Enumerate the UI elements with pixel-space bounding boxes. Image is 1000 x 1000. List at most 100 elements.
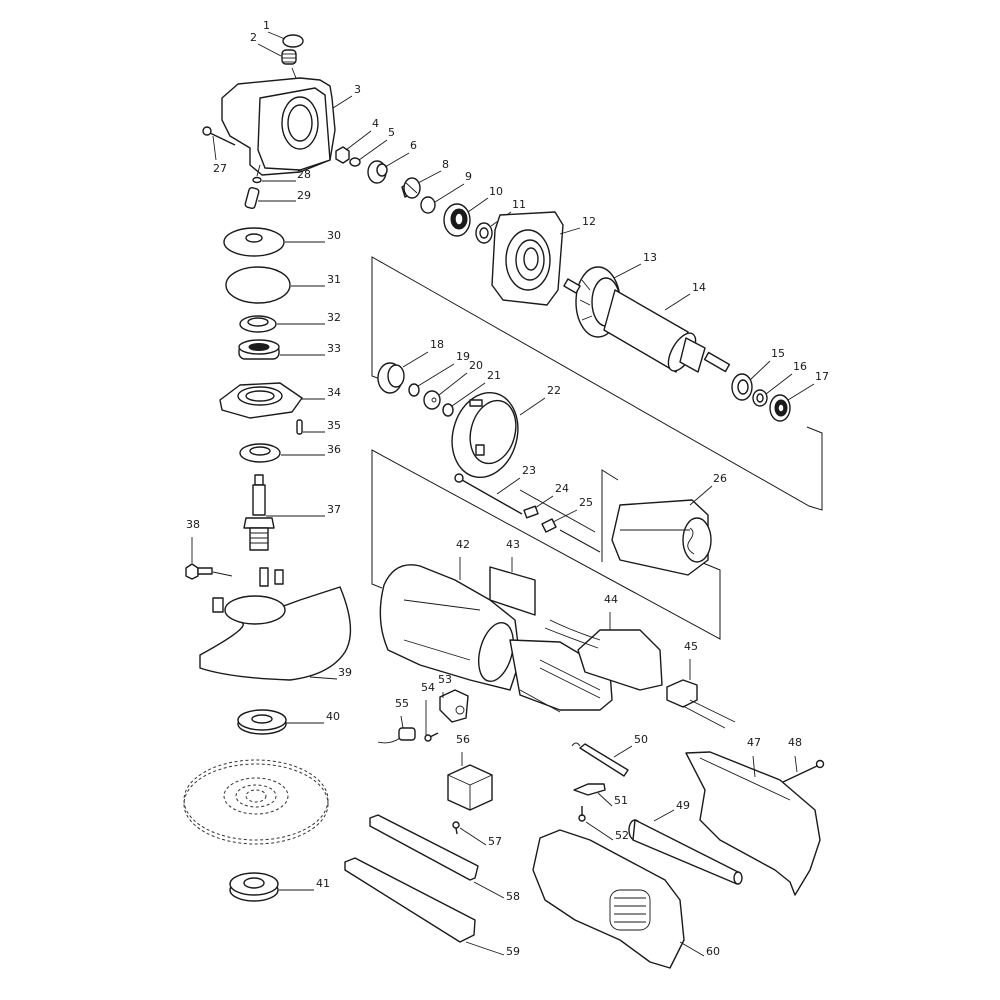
part-label-29: 29: [297, 189, 311, 202]
part-16-washer: [752, 373, 793, 407]
part-label-5: 5: [388, 126, 395, 139]
part-36-labyrinth-ring: [239, 443, 325, 463]
part-label-16: 16: [793, 360, 807, 373]
part-label-9: 9: [465, 170, 472, 183]
part-30-spiral-bevel-gear: [223, 227, 325, 257]
part-label-57: 57: [488, 835, 502, 848]
part-label-39: 39: [338, 666, 352, 679]
part-label-28: 28: [297, 168, 311, 181]
part-28-o-ring: [252, 164, 296, 184]
part-40-inner-flange: [237, 709, 324, 735]
part-label-24: 24: [555, 482, 569, 495]
part-label-3: 3: [354, 83, 361, 96]
part-label-4: 4: [372, 117, 379, 130]
part-57-screw: [452, 821, 487, 846]
part-56-capacitor: [447, 752, 493, 811]
part-label-40: 40: [326, 710, 340, 723]
part-label-56: 56: [456, 733, 470, 746]
part-label-60: 60: [706, 945, 720, 958]
part-label-23: 23: [522, 464, 536, 477]
part-label-48: 48: [788, 736, 802, 749]
part-label-32: 32: [327, 311, 341, 324]
part-12-bearing-box: [491, 211, 581, 306]
part-label-45: 45: [684, 640, 698, 653]
grinding-wheel-outline: [183, 759, 329, 845]
part-53-brush-holder: [439, 689, 469, 723]
part-23-screw: [454, 473, 523, 515]
part-label-27: 27: [213, 162, 227, 175]
part-42-motor-housing: [379, 557, 521, 691]
part-label-36: 36: [327, 443, 341, 456]
part-label-26: 26: [713, 472, 727, 485]
part-19-washer: [408, 363, 455, 397]
part-35-screw: [296, 419, 325, 435]
part-label-44: 44: [604, 593, 618, 606]
part-54-screw: [424, 700, 439, 742]
part-label-33: 33: [327, 342, 341, 355]
part-31-washer: [225, 266, 325, 304]
part-44-switch: [544, 612, 663, 691]
part-50-heat-shrink-tube: [571, 742, 633, 777]
part-2-spring: [257, 43, 297, 65]
part-label-53: 53: [438, 673, 452, 686]
part-14-armature: [563, 278, 731, 373]
part-45-noise-suppressor: [666, 659, 736, 729]
part-10-ball-bearing: [443, 197, 489, 237]
part-48-screw: [782, 755, 825, 783]
part-47-rear-cover: [685, 751, 821, 896]
part-label-49: 49: [676, 799, 690, 812]
housing-chassis: [509, 639, 613, 713]
part-33-ball-bearing: [238, 339, 325, 360]
part-label-25: 25: [579, 496, 593, 509]
part-37-spindle: [243, 474, 325, 551]
part-18-baffle-ring: [377, 351, 429, 394]
housing-group-frame: [371, 449, 721, 640]
part-label-42: 42: [456, 538, 470, 551]
part-8-spring: [401, 170, 442, 199]
part-label-34: 34: [327, 386, 341, 399]
part-6-pinion-gear: [367, 152, 410, 184]
part-51-terminal: [573, 783, 613, 807]
part-59-handle-cover: [344, 857, 505, 956]
part-label-20: 20: [469, 359, 483, 372]
part-label-18: 18: [430, 338, 444, 351]
part-27-screw: [202, 126, 236, 161]
part-41-lock-nut: [229, 872, 314, 902]
part-label-59: 59: [506, 945, 520, 958]
part-21-ring: [442, 382, 486, 417]
part-label-14: 14: [692, 281, 706, 294]
part-43-label: [489, 557, 536, 616]
part-32-ring: [239, 315, 325, 333]
part-label-31: 31: [327, 273, 341, 286]
part-15-ball-bearing: [731, 360, 771, 401]
part-58-switch-lever: [369, 814, 505, 899]
part-label-10: 10: [489, 185, 503, 198]
part-1-cap: [267, 31, 304, 48]
part-9-retaining-ring: [420, 183, 465, 214]
part-29-pin: [244, 187, 296, 209]
part-label-55: 55: [395, 697, 409, 710]
part-label-51: 51: [614, 794, 628, 807]
part-22-fan-guide: [451, 391, 546, 479]
part-label-37: 37: [327, 503, 341, 516]
part-49-handle: [628, 809, 743, 885]
part-label-38: 38: [186, 518, 200, 531]
part-34-bearing-box: [219, 382, 325, 419]
part-label-47: 47: [747, 736, 761, 749]
part-label-19: 19: [456, 350, 470, 363]
part-20-collar: [423, 372, 468, 410]
part-label-13: 13: [643, 251, 657, 264]
part-label-6: 6: [410, 139, 417, 152]
part-label-2: 2: [250, 31, 257, 44]
part-4-nut: [335, 130, 372, 164]
part-label-58: 58: [506, 890, 520, 903]
part-55-carbon-brush: [377, 715, 416, 744]
part-label-52: 52: [615, 829, 629, 842]
part-label-15: 15: [771, 347, 785, 360]
part-label-11: 11: [512, 198, 526, 211]
part-label-21: 21: [487, 369, 501, 382]
part-11-washer: [475, 211, 512, 244]
part-label-30: 30: [327, 229, 341, 242]
